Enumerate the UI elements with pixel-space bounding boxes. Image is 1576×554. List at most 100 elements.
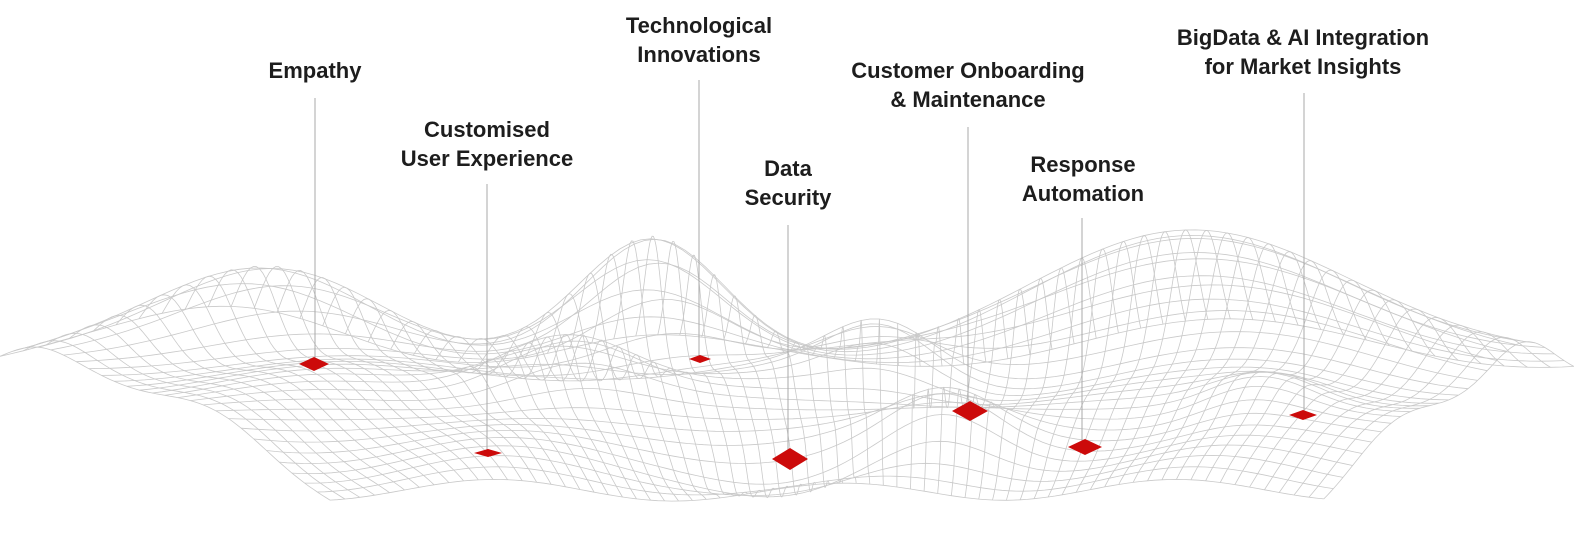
label-bigdata-ai-integration: BigData & AI Integration for Market Insi… xyxy=(1177,23,1429,81)
mesh-column-line xyxy=(1118,232,1254,485)
mesh-column-line xyxy=(299,277,523,481)
mesh-column-line xyxy=(701,274,776,499)
label-data-line-2: Security xyxy=(744,185,832,210)
mesh-column-line xyxy=(0,346,331,501)
mesh-column-line xyxy=(854,319,871,485)
mesh-column-line xyxy=(723,295,789,498)
mesh-column-line xyxy=(1249,308,1459,488)
mesh-column-line xyxy=(1061,235,1164,495)
marker-customised-user-experience xyxy=(474,449,502,457)
mesh-column-line xyxy=(480,334,637,500)
mesh-column-line xyxy=(547,293,679,502)
mesh-column-line xyxy=(345,298,552,485)
label-response-line-1: Response xyxy=(1030,152,1136,177)
marker-technological-innovations xyxy=(689,355,711,363)
mesh-column-line xyxy=(1132,237,1276,483)
mesh-column-line xyxy=(276,270,508,480)
label-tech-line-2: Innovations xyxy=(637,42,761,67)
mesh-column-line xyxy=(1205,279,1390,481)
label-customised-line-1: Customised xyxy=(424,117,550,142)
label-bigdata-line-2: for Market Insights xyxy=(1204,54,1402,79)
mesh-column-line xyxy=(1234,299,1436,485)
mesh-column-line xyxy=(1323,341,1574,500)
mesh-row-line xyxy=(50,234,1536,353)
red-markers xyxy=(299,355,1317,470)
marker-data-security xyxy=(772,448,808,470)
mesh-column-line xyxy=(978,288,1031,500)
mesh-column-line xyxy=(1006,267,1075,501)
mesh-row-line xyxy=(139,318,1469,391)
mesh-column-line xyxy=(1090,229,1209,490)
mesh-column-line xyxy=(1278,324,1505,493)
mesh-column-line xyxy=(1161,251,1322,480)
mesh-column-line xyxy=(635,235,735,497)
mesh-column-line xyxy=(138,294,420,488)
mesh-row-line xyxy=(291,440,1353,498)
mesh-column-line xyxy=(457,336,623,498)
label-customised-line-2: User Experience xyxy=(400,146,574,171)
mesh-column-line xyxy=(679,254,762,498)
mesh-column-line xyxy=(1293,331,1528,496)
mesh-column-line xyxy=(810,334,844,484)
mesh-grid xyxy=(0,229,1574,502)
mesh-row-line xyxy=(304,454,1344,497)
mesh-column-line xyxy=(657,240,748,497)
mesh-column-line xyxy=(766,330,816,493)
label-tech-line-1: Technological xyxy=(625,13,773,38)
label-customised-user-experience: Customised User Experience xyxy=(401,115,573,173)
mesh-column-line xyxy=(591,253,707,500)
mesh-column-line xyxy=(613,240,721,499)
mesh-column-line xyxy=(992,277,1053,501)
mesh-column-line xyxy=(896,323,899,487)
mesh-column-line xyxy=(69,324,375,496)
mesh-column-line xyxy=(230,266,479,481)
mesh-row-line xyxy=(279,414,1363,485)
mesh-row-line xyxy=(76,237,1517,363)
mesh-column-line xyxy=(1176,260,1344,480)
mesh-column-line xyxy=(1104,229,1231,488)
mesh-column-line xyxy=(788,341,830,488)
mesh-row-line xyxy=(114,310,1488,382)
mesh-row-line xyxy=(126,326,1478,387)
mesh-column-line xyxy=(745,314,803,496)
mesh-row-line xyxy=(228,386,1401,421)
label-response-line-2: Automation xyxy=(1021,181,1145,206)
mesh-column-line xyxy=(964,299,1009,498)
mesh-column-line xyxy=(910,331,921,490)
mesh-column-line xyxy=(876,318,884,486)
mesh-column-line xyxy=(207,269,464,482)
marker-empathy xyxy=(299,357,329,371)
mesh-row-line xyxy=(63,229,1526,356)
mesh-column-line xyxy=(184,275,450,483)
mesh-column-line xyxy=(937,318,965,494)
mesh-column-line xyxy=(367,310,566,487)
mesh-column-line xyxy=(92,314,390,494)
mesh-column-line xyxy=(1147,243,1299,481)
mesh-row-line xyxy=(253,386,1382,446)
label-data-security: Data Security xyxy=(745,154,832,212)
mesh-column-line xyxy=(161,284,435,486)
mesh-column-line xyxy=(412,329,595,493)
mesh-column-line xyxy=(1264,317,1482,491)
mesh-column-line xyxy=(1219,289,1413,483)
mesh-column-line xyxy=(1308,336,1551,498)
label-bigdata-line-1: BigData & AI Integration xyxy=(1176,25,1430,50)
mesh-column-line xyxy=(923,326,943,492)
label-empathy: Empathy xyxy=(269,56,362,85)
mesh-column-line xyxy=(502,326,651,501)
mesh-column-line xyxy=(1019,257,1097,500)
marker-response-automation xyxy=(1068,439,1102,455)
mesh-column-line xyxy=(1033,248,1119,499)
label-technological-innovations: Technological Innovations xyxy=(626,11,772,69)
mesh-column-line xyxy=(832,326,857,484)
leader-lines xyxy=(314,80,1305,459)
label-data-line-1: Data xyxy=(764,156,812,181)
marker-customer-onboarding-maintenance xyxy=(952,401,988,421)
mesh-column-line xyxy=(253,266,494,480)
mesh-row-line xyxy=(0,305,1574,368)
marker-bigdata-ai-integration xyxy=(1289,410,1317,420)
mesh-column-line xyxy=(1047,241,1142,498)
mesh-column-line xyxy=(435,336,609,495)
